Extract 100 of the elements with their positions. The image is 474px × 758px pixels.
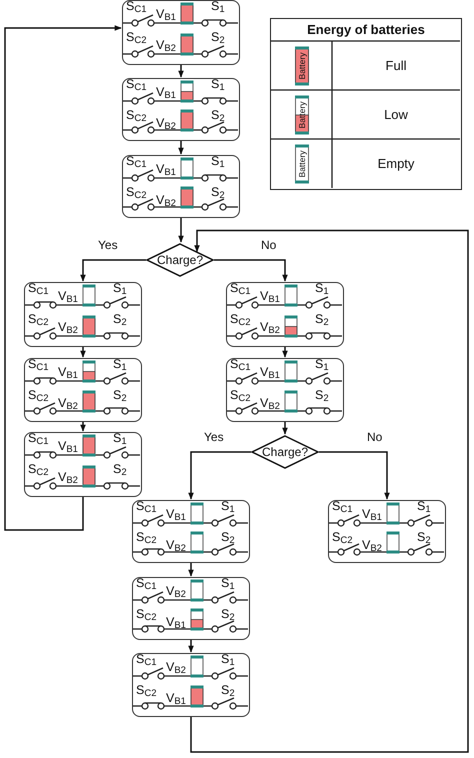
- switch-label: S$_{C1}$: [28, 432, 48, 445]
- arrow: [282, 422, 288, 435]
- switch-label: S$_{1}$: [221, 653, 235, 666]
- battery-label: V$_{B1}$: [166, 616, 186, 629]
- battery-label: V$_{B2}$: [58, 321, 78, 334]
- battery-label: V$_{B2}$: [166, 539, 186, 552]
- switch-label: S$_{C1}$: [136, 577, 156, 590]
- switch-label: S$_{2}$: [315, 313, 329, 326]
- decision-text: Charge?: [260, 445, 310, 459]
- edge-label: No: [366, 430, 384, 444]
- legend-title: Energy of batteries: [306, 23, 426, 37]
- switch-label: S$_{C1}$: [126, 0, 146, 13]
- switch-label: S$_{C2}$: [28, 389, 48, 402]
- switch-label: S$_{1}$: [211, 78, 225, 91]
- edge-label: No: [260, 238, 278, 252]
- switch-label: S$_{2}$: [113, 463, 127, 476]
- switch-label: S$_{C1}$: [28, 358, 48, 371]
- switch-label: S$_{2}$: [211, 31, 225, 44]
- switch-label: S$_{C1}$: [136, 500, 156, 513]
- battery-label: V$_{B1}$: [260, 366, 280, 379]
- switch-label: S$_{2}$: [221, 684, 235, 697]
- switch-label: S$_{1}$: [211, 155, 225, 168]
- battery-label: V$_{B2}$: [166, 585, 186, 598]
- switch-label: S$_{1}$: [221, 577, 235, 590]
- arrow: [188, 640, 194, 653]
- switch-label: S$_{C1}$: [230, 358, 250, 371]
- battery-label: V$_{B2}$: [362, 539, 382, 552]
- arrow: [190, 230, 469, 753]
- switch-label: S$_{2}$: [113, 389, 127, 402]
- switch-label: S$_{C1}$: [332, 500, 352, 513]
- switch-label: S$_{C2}$: [126, 186, 146, 199]
- legend-text: Empty: [376, 156, 416, 170]
- switch-label: S$_{2}$: [211, 109, 225, 122]
- switch-label: S$_{2}$: [113, 313, 127, 326]
- arrow: [178, 65, 184, 78]
- decision-diamond: [251, 435, 319, 469]
- switch-label: S$_{1}$: [113, 282, 127, 295]
- edge-label: Yes: [97, 238, 119, 252]
- battery-label: V$_{B1}$: [156, 8, 176, 21]
- switch-label: S$_{1}$: [315, 358, 329, 371]
- switch-label: S$_{C2}$: [230, 389, 250, 402]
- switch-label: S$_{2}$: [417, 531, 431, 544]
- battery-text: Battery: [297, 52, 307, 80]
- switch-label: S$_{C2}$: [136, 531, 156, 544]
- arrow: [319, 451, 390, 500]
- battery-label: V$_{B2}$: [156, 117, 176, 130]
- battery-label: V$_{B1}$: [58, 290, 78, 303]
- switch-label: S$_{C2}$: [28, 463, 48, 476]
- arrow: [178, 141, 184, 155]
- legend-text: Low: [383, 108, 409, 122]
- decision-diamond: [146, 243, 214, 277]
- battery-label: V$_{B2}$: [58, 471, 78, 484]
- battery-label: V$_{B1}$: [58, 366, 78, 379]
- arrow: [80, 347, 86, 358]
- switch-label: S$_{1}$: [221, 500, 235, 513]
- switch-label: S$_{C1}$: [28, 282, 48, 295]
- arrow: [188, 451, 251, 500]
- battery-label: V$_{B1}$: [58, 440, 78, 453]
- switch-label: S$_{1}$: [417, 500, 431, 513]
- arrow: [282, 347, 288, 358]
- switch-label: S$_{C2}$: [136, 684, 156, 697]
- arrow: [80, 259, 146, 282]
- arrow: [80, 422, 86, 432]
- switch-label: S$_{1}$: [315, 282, 329, 295]
- switch-label: S$_{C2}$: [126, 109, 146, 122]
- decision-text: Charge?: [156, 253, 204, 267]
- switch-label: S$_{2}$: [221, 608, 235, 621]
- arrow: [4, 25, 122, 531]
- battery-label: V$_{B1}$: [156, 86, 176, 99]
- switch-label: S$_{C2}$: [230, 313, 250, 326]
- battery-text: Battery: [297, 102, 307, 128]
- switch-label: S$_{C2}$: [136, 608, 156, 621]
- arrow: [178, 218, 184, 243]
- battery-label: V$_{B1}$: [156, 163, 176, 176]
- switch-label: S$_{C1}$: [230, 282, 250, 295]
- switch-label: S$_{C2}$: [126, 31, 146, 44]
- switch-label: S$_{C1}$: [126, 78, 146, 91]
- switch-label: S$_{C2}$: [28, 313, 48, 326]
- battery-label: V$_{B1}$: [166, 692, 186, 705]
- switch-label: S$_{C2}$: [332, 531, 352, 544]
- switch-label: S$_{2}$: [315, 389, 329, 402]
- battery-label: V$_{B2}$: [166, 661, 186, 674]
- battery-label: V$_{B2}$: [260, 321, 280, 334]
- battery-text: Battery: [297, 150, 307, 178]
- battery-label: V$_{B2}$: [156, 194, 176, 207]
- switch-label: S$_{2}$: [211, 186, 225, 199]
- battery-label: V$_{B2}$: [156, 39, 176, 52]
- switch-label: S$_{1}$: [211, 0, 225, 13]
- battery-label: V$_{B2}$: [260, 397, 280, 410]
- switch-label: S$_{2}$: [221, 531, 235, 544]
- legend-text: Full: [384, 58, 408, 72]
- battery-label: V$_{B1}$: [260, 290, 280, 303]
- switch-label: S$_{1}$: [113, 358, 127, 371]
- battery-label: V$_{B2}$: [58, 397, 78, 410]
- switch-label: S$_{1}$: [113, 432, 127, 445]
- battery-label: V$_{B1}$: [166, 508, 186, 521]
- battery-label: V$_{B1}$: [362, 508, 382, 521]
- switch-label: S$_{C1}$: [136, 653, 156, 666]
- arrow: [188, 563, 194, 577]
- edge-label: Yes: [203, 430, 225, 444]
